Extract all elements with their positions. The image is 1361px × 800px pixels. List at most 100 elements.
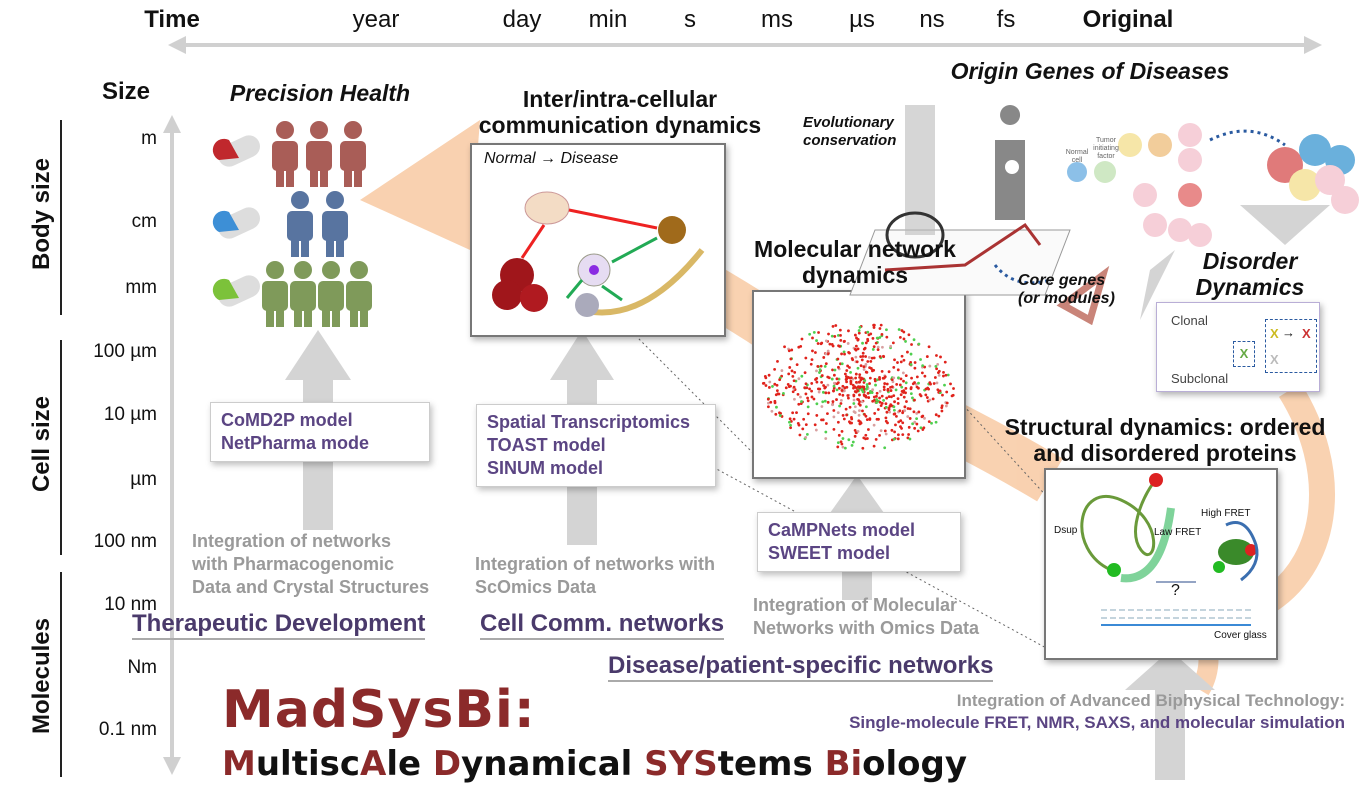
high-fret-label: High FRET	[1201, 508, 1251, 519]
network-node	[910, 376, 913, 380]
network-node	[824, 339, 828, 343]
network-node	[826, 351, 830, 355]
network-node	[858, 373, 862, 377]
text-line: Integration of networks with	[475, 554, 716, 574]
network-node	[913, 420, 917, 424]
network-node	[899, 425, 902, 429]
network-node	[878, 389, 882, 393]
network-node	[942, 370, 945, 374]
network-node	[886, 421, 889, 425]
network-node	[858, 380, 862, 384]
network-node	[850, 417, 854, 421]
network-node	[892, 366, 896, 369]
network-node	[909, 386, 913, 389]
network-node	[864, 414, 868, 418]
model-label: CoMD2P model	[221, 410, 353, 430]
network-node	[775, 389, 779, 393]
network-node	[820, 418, 823, 422]
network-node	[874, 383, 877, 387]
low-fret-label: Law FRET	[1154, 527, 1202, 538]
network-node	[882, 354, 885, 358]
network-node	[887, 408, 891, 412]
network-node	[816, 364, 820, 368]
therapeutic-models-box: CoMD2P model NetPharma mode	[210, 402, 430, 462]
network-node	[815, 339, 818, 342]
network-node	[858, 422, 862, 426]
network-node	[861, 409, 864, 413]
network-node	[806, 396, 809, 400]
network-node	[800, 337, 804, 341]
network-node	[834, 324, 838, 327]
network-node	[793, 397, 796, 401]
network-node	[859, 364, 863, 368]
network-node	[824, 385, 827, 389]
network-node	[864, 355, 867, 358]
network-node	[826, 400, 830, 404]
network-node	[880, 332, 884, 336]
network-node	[885, 335, 889, 339]
network-node	[892, 376, 896, 380]
network-node	[833, 368, 837, 372]
network-node	[896, 361, 899, 364]
network-node	[904, 391, 907, 395]
network-node	[771, 385, 774, 388]
network-node	[871, 348, 875, 351]
network-node	[804, 356, 808, 360]
network-node	[768, 380, 772, 384]
network-node	[917, 342, 921, 346]
network-node	[846, 364, 850, 368]
network-node	[917, 381, 920, 385]
network-node	[851, 358, 855, 362]
network-node	[872, 326, 876, 329]
network-node	[880, 394, 884, 398]
network-node	[856, 429, 860, 433]
network-node	[847, 350, 851, 354]
network-node	[865, 385, 869, 389]
network-node	[841, 384, 845, 388]
network-node	[895, 383, 899, 386]
network-node	[786, 383, 790, 386]
network-node	[885, 382, 889, 386]
network-node	[849, 380, 853, 384]
network-node	[871, 336, 875, 340]
network-node	[835, 388, 839, 392]
network-node	[917, 410, 921, 414]
network-node	[930, 421, 933, 425]
network-node	[843, 352, 846, 356]
network-node	[901, 371, 905, 375]
network-node	[814, 378, 817, 381]
network-node	[899, 393, 903, 397]
network-node	[903, 405, 907, 409]
molecular-title: Molecular network dynamics	[725, 236, 985, 288]
network-node	[892, 394, 896, 398]
time-axis-arrow	[168, 36, 1322, 54]
network-node	[905, 400, 908, 403]
network-node	[856, 397, 859, 401]
network-node	[854, 355, 858, 359]
network-node	[854, 372, 858, 376]
tumor-initiating-factor-label: Tumor initiating factor	[1093, 137, 1119, 160]
network-node	[824, 391, 828, 395]
network-node	[821, 390, 825, 394]
person-icon	[346, 261, 372, 327]
network-node	[913, 426, 917, 430]
tagline-segment: A	[360, 744, 387, 784]
network-node	[801, 427, 805, 431]
network-node	[810, 395, 814, 399]
network-node	[845, 413, 849, 417]
network-node	[865, 383, 869, 386]
network-node	[889, 344, 893, 348]
subclonal-label: Subclonal	[1171, 371, 1229, 386]
network-node	[848, 405, 852, 409]
network-node	[790, 369, 794, 373]
network-node	[831, 368, 834, 372]
network-node	[847, 438, 851, 442]
network-node	[901, 433, 905, 437]
network-node	[872, 356, 876, 360]
text-line: Data and Crystal Structures	[192, 577, 430, 597]
arrow-right-icon: →	[1282, 325, 1295, 340]
network-node	[842, 350, 846, 354]
network-node	[869, 359, 873, 363]
network-node	[814, 428, 818, 432]
network-node	[937, 369, 941, 373]
